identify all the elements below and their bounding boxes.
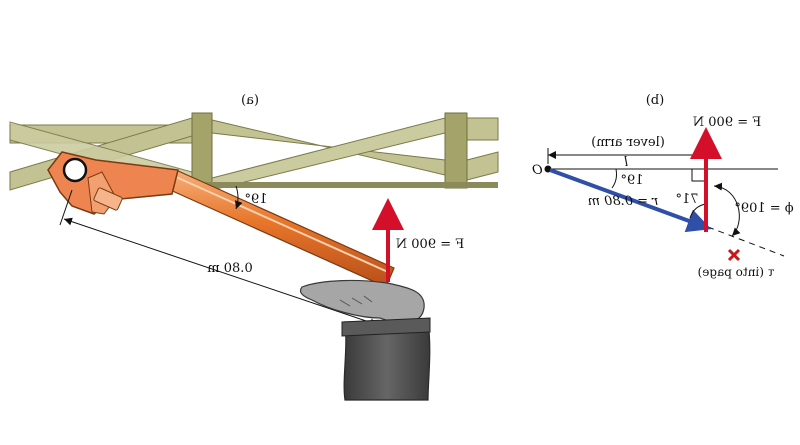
hand-fingers: [299, 279, 425, 324]
pipe-end-circle: [62, 157, 88, 183]
angle-71-label: 71°: [675, 192, 698, 207]
right-angle-marker: [691, 169, 704, 182]
force-label-b: F = 900 N: [693, 115, 762, 130]
panel-a-label: (a): [241, 93, 259, 108]
r-label: r = 0.80 m: [588, 194, 659, 209]
position-extension: [707, 226, 785, 257]
phi-label: ϕ = 109°: [734, 201, 793, 216]
torque-label: τ (into page): [698, 265, 775, 279]
origin-label: O: [532, 163, 543, 178]
fence-rail: [466, 151, 499, 181]
lever-arm-label: (lever arm): [591, 135, 665, 150]
fence-base: [190, 182, 498, 188]
position-vector: [549, 168, 712, 233]
panel-b-label: (b): [646, 93, 664, 108]
angle-arc: [234, 185, 243, 210]
fence-rail: [466, 117, 499, 141]
fence-post: [191, 112, 213, 189]
angle-label: 19°: [244, 192, 267, 207]
wrench-nut: [93, 187, 123, 211]
sleeve: [343, 321, 431, 401]
length-dimension-line: [63, 217, 379, 327]
hand-knuckle-lines: [339, 295, 373, 307]
dimension-extension: [59, 189, 73, 226]
angle-19-label: 19°: [620, 173, 643, 188]
length-label: 0.80 m: [207, 261, 252, 276]
panel-b: (b) (lever arm) l O r = 0.80 m 19° 71° F…: [532, 93, 794, 279]
pipe-highlight: [175, 176, 389, 273]
fence-post: [444, 112, 468, 189]
force-label: F = 900 N: [396, 237, 465, 252]
lever-symbol: l: [624, 155, 628, 170]
angle-19-arc: [611, 168, 617, 189]
panel-a: (a) 0.80 m 19°: [9, 93, 499, 401]
sleeve-cuff: [341, 317, 431, 337]
torque-into-page-icon: [727, 248, 741, 262]
hand: [299, 279, 431, 401]
phi-arc: [713, 182, 741, 237]
